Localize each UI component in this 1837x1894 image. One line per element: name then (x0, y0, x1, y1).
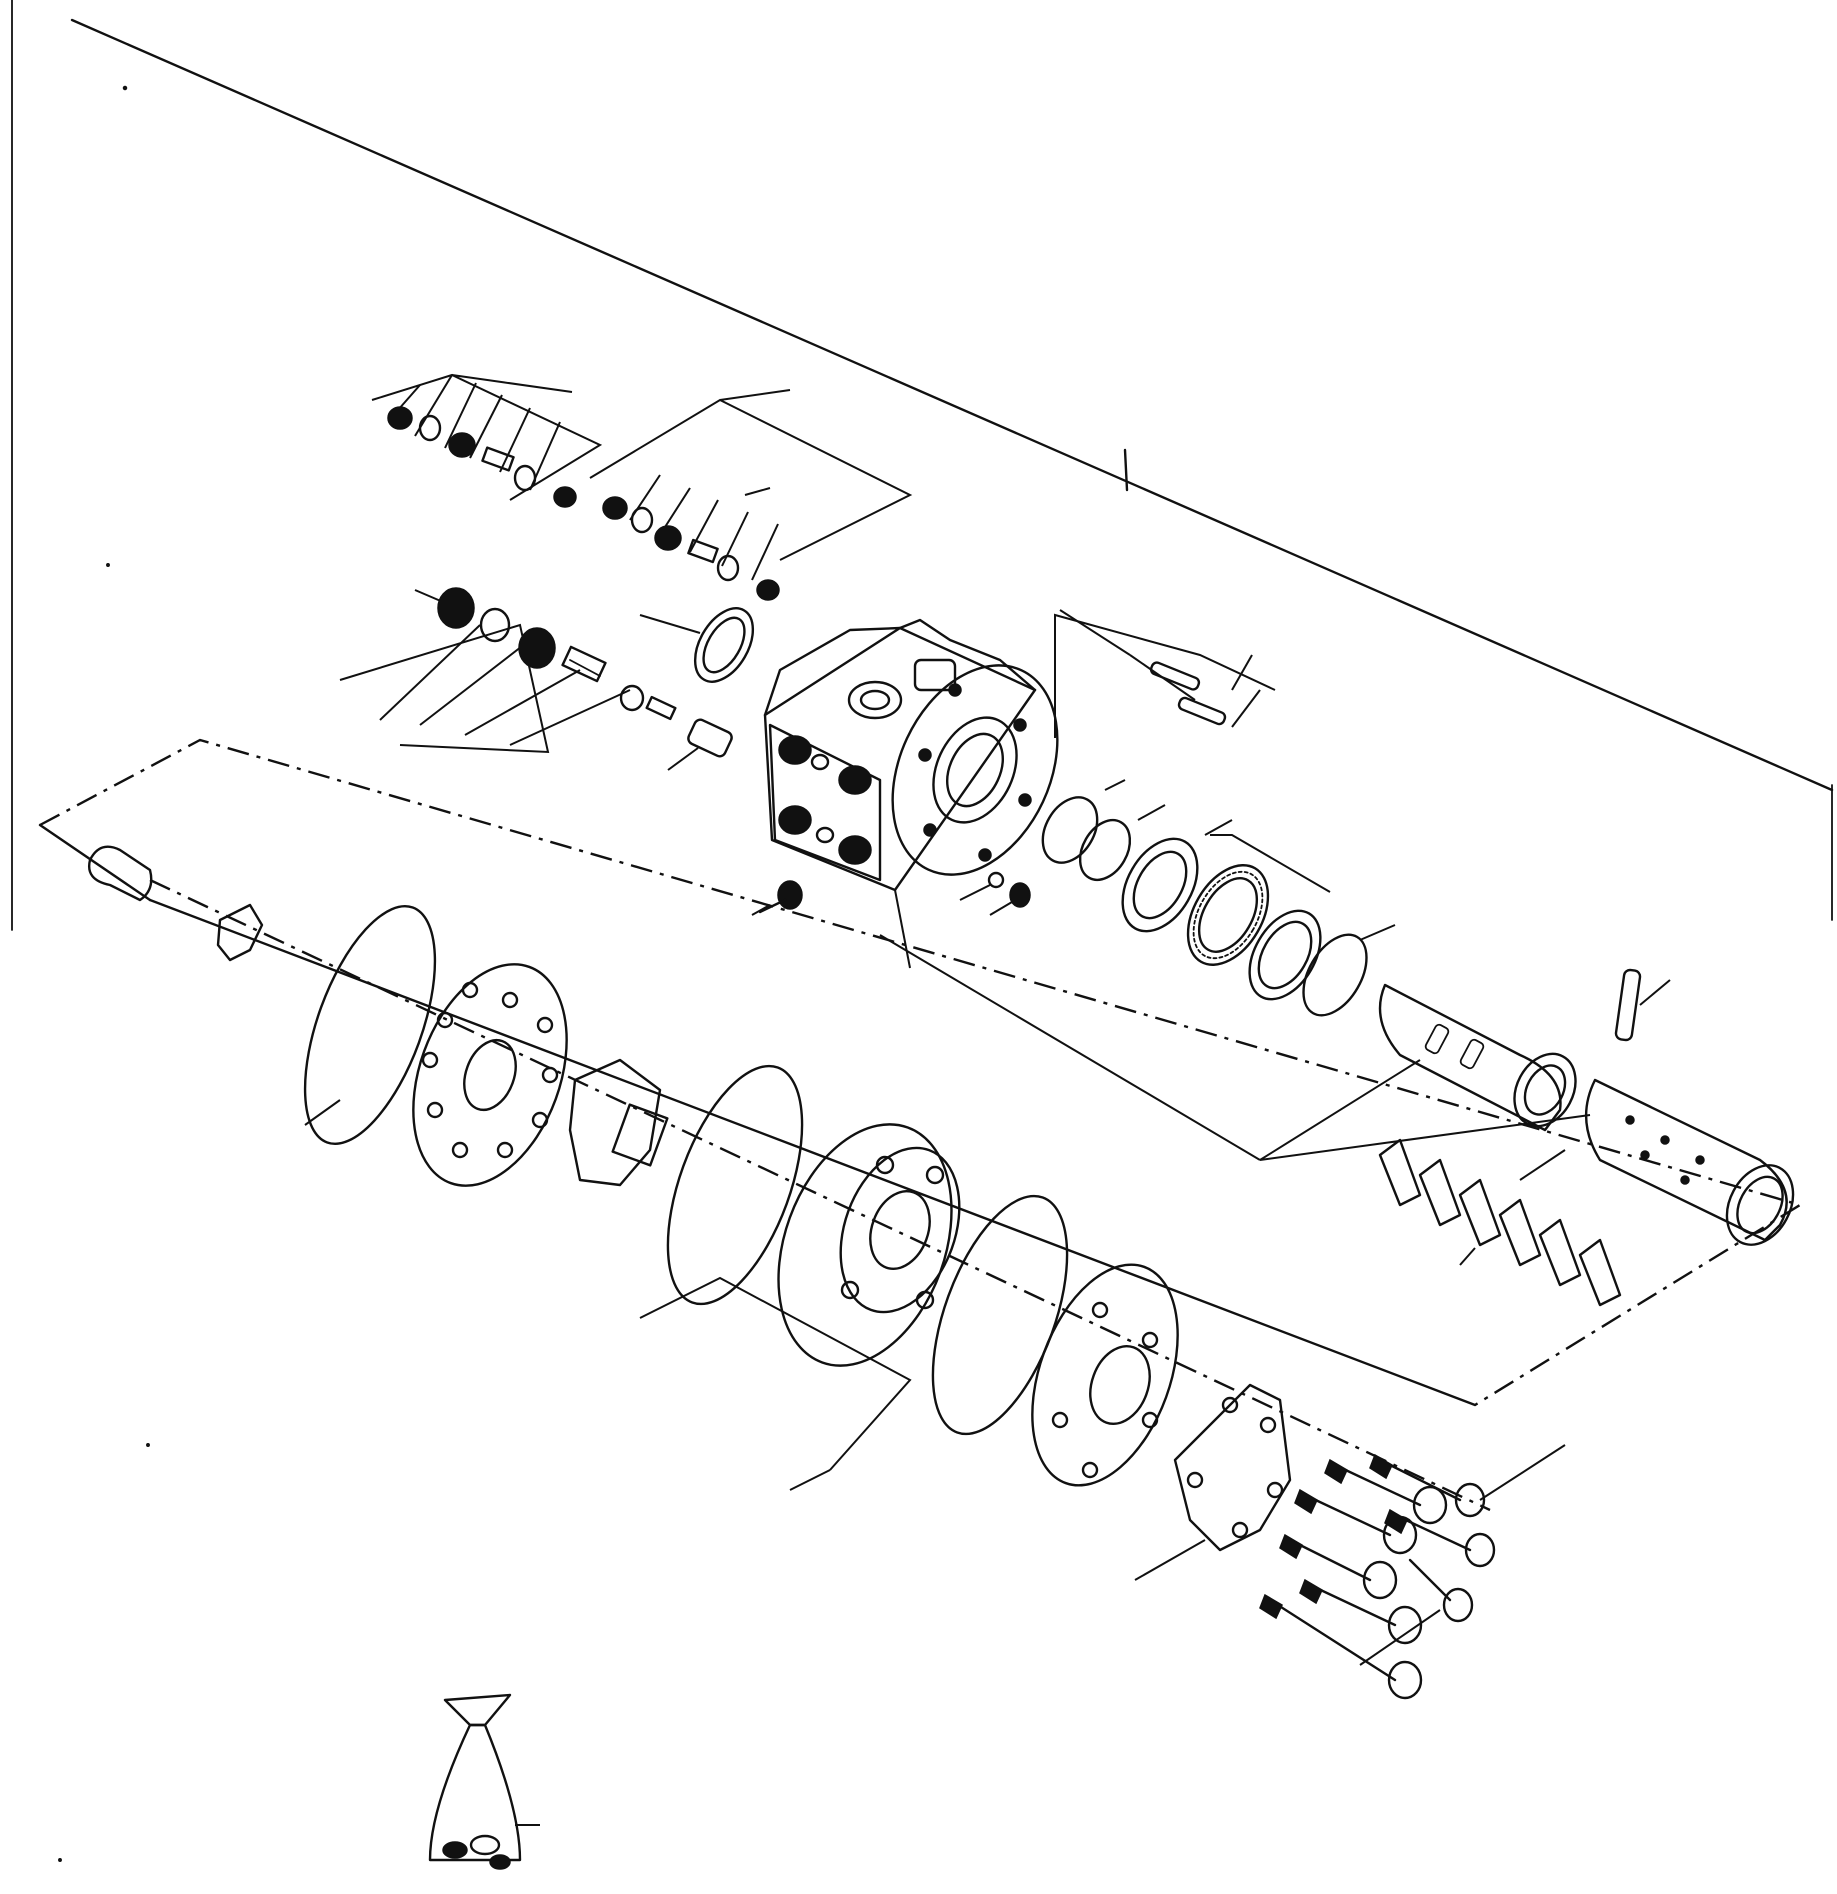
assembly-bracket (11, 0, 1834, 931)
end-cap (1134, 1383, 1292, 1581)
o-ring-3 (931, 1194, 1069, 1436)
spacer-plate (412, 963, 568, 1187)
screw-8 (1259, 1593, 1423, 1700)
leader-fan-relief (339, 589, 631, 754)
screw-6 (1299, 1578, 1423, 1645)
screw-1 (1369, 1453, 1486, 1518)
upper-valve-parts-group (371, 373, 913, 601)
scan-specks (58, 85, 150, 1862)
centering-springs (1378, 1138, 1622, 1307)
screw-3 (1294, 1488, 1418, 1555)
drive-link (568, 1058, 669, 1187)
o-ring-2 (666, 1064, 804, 1306)
part-row-upper-left (387, 406, 577, 508)
check-valve-parts (751, 871, 1031, 916)
part-row-upper-right (602, 496, 780, 601)
thrust-bearing (1186, 864, 1270, 966)
spool-axis-seals (1041, 779, 1396, 1017)
screw-2 (1324, 1458, 1448, 1525)
gerotor-boundary (38, 738, 1803, 1407)
pin-parts-group (1054, 609, 1276, 738)
housing-port-face (768, 723, 882, 882)
large-seal-ring (639, 607, 755, 683)
gerotor-set (639, 1123, 961, 1491)
relief-valve-row (437, 587, 677, 721)
centering-pin (1614, 968, 1671, 1042)
screw-5 (1279, 1533, 1398, 1600)
screw-7 (1408, 1558, 1474, 1623)
cap-screws (1259, 1444, 1566, 1700)
relief-valve-parts-group (339, 587, 755, 771)
main-housing (763, 618, 1059, 969)
plug-part (667, 718, 733, 771)
o-ring-1 (303, 904, 437, 1146)
screw-4 (1384, 1508, 1496, 1568)
leader-fan-upper-right (589, 389, 913, 581)
sleeve (879, 934, 1795, 1246)
leader-fan-upper-left (371, 373, 603, 501)
housing-flange (891, 664, 1059, 876)
seal-kit-bag (428, 1693, 540, 1870)
drive-shaft (88, 845, 1491, 1512)
end-plate (1031, 1263, 1179, 1487)
gerotor-stack (303, 904, 1292, 1581)
